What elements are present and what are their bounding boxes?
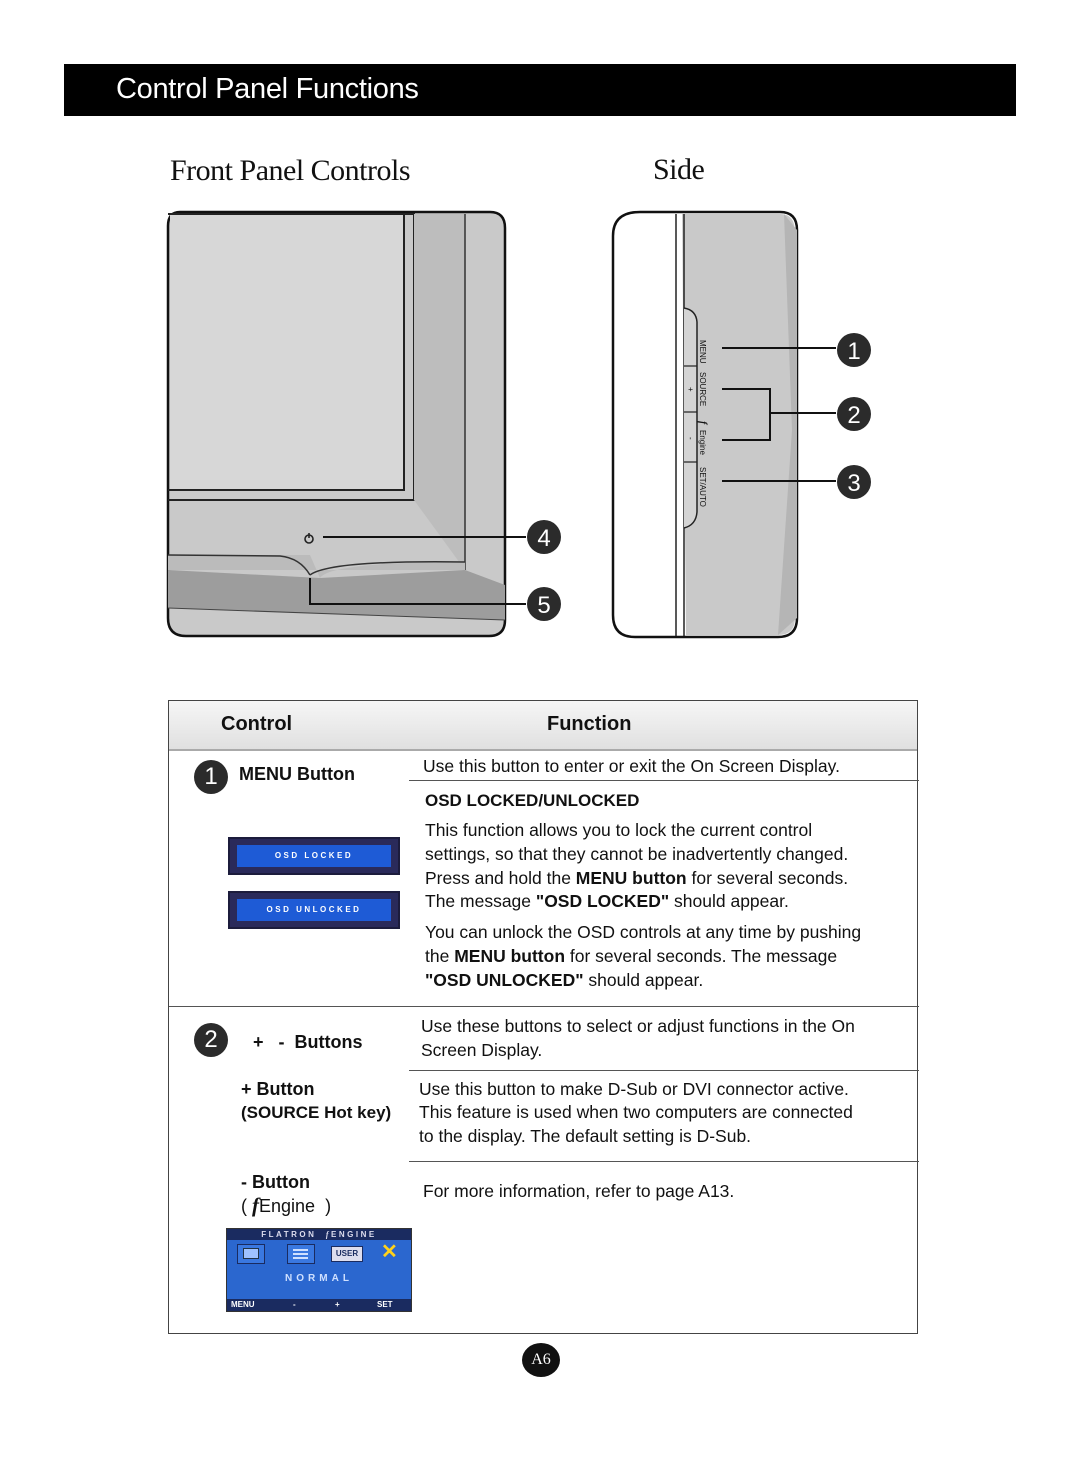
menu-intro: Use this button to enter or exit the On … xyxy=(423,756,840,776)
plus-minus-desc-1: Use these buttons to select or adjust fu… xyxy=(421,1016,855,1036)
minus-button-label: - Button xyxy=(241,1172,310,1192)
fengine-button-bar: MENU - + SET xyxy=(227,1299,411,1311)
fengine-title-bar: FLATRON fENGINE xyxy=(227,1229,411,1240)
row-2-divider xyxy=(409,1070,919,1071)
svg-text:4: 4 xyxy=(537,525,550,552)
side-label-setauto: SET/AUTO xyxy=(698,467,707,507)
fengine-mode: NORMAL xyxy=(285,1273,353,1284)
callout-5: 5 xyxy=(527,587,561,621)
row-1-divider xyxy=(409,780,919,781)
plus-desc-2: This feature is used when two computers … xyxy=(419,1102,853,1122)
exit-icon: ✕ xyxy=(381,1241,398,1263)
text-icon xyxy=(287,1244,315,1264)
row-2-number: 2 xyxy=(194,1023,228,1057)
osd-para-1d: The message "OSD LOCKED" should appear. xyxy=(425,891,789,911)
side-label-f: f xyxy=(697,421,708,426)
monitor-icon xyxy=(237,1244,265,1264)
header-banner: Control Panel Functions xyxy=(64,64,1016,116)
osd-unlocked-screen: OSD UNLOCKED xyxy=(228,891,400,929)
side-label-engine: Engine xyxy=(698,430,707,455)
row-3-divider xyxy=(409,1161,919,1162)
osd-para-1a: This function allows you to lock the cur… xyxy=(425,820,813,840)
fengine-icon-row: USER ✕ xyxy=(233,1241,405,1264)
front-monitor-drawing xyxy=(166,210,526,638)
row-divider-1 xyxy=(169,1006,919,1007)
osd-para-1b: settings, so that they cannot be inadver… xyxy=(425,844,849,864)
side-label-minus: - xyxy=(686,437,695,440)
osd-locked-screen: OSD LOCKED xyxy=(228,837,400,875)
osd-para-1c: Press and hold the MENU button for sever… xyxy=(425,868,849,888)
plus-minus-label: + - Buttons xyxy=(253,1032,363,1052)
side-label-plus: + xyxy=(686,387,695,392)
table-header: Control Function xyxy=(169,701,917,751)
page-number: A6 xyxy=(522,1343,560,1377)
fengine-label: ( fEngine ) xyxy=(241,1193,332,1217)
osd-para-2a: You can unlock the OSD controls at any t… xyxy=(425,922,862,942)
callout-2: 2 xyxy=(837,397,871,431)
svg-text:1: 1 xyxy=(847,338,860,365)
plus-desc-3: to the display. The default setting is D… xyxy=(419,1126,752,1146)
front-panel-heading: Front Panel Controls xyxy=(170,154,411,187)
osd-para-2b: the MENU button for several seconds. The… xyxy=(425,946,838,966)
side-label-source: SOURCE xyxy=(698,372,707,406)
side-heading: Side xyxy=(653,153,705,186)
minus-desc: For more information, refer to page A13. xyxy=(423,1181,735,1201)
monitor-illustration: MENU + SOURCE - f Engine SET/AUTO 1 2 3 … xyxy=(166,210,871,639)
osd-subhead: OSD LOCKED/UNLOCKED xyxy=(425,791,640,810)
side-monitor-drawing xyxy=(611,210,836,639)
plus-minus-desc-2: Screen Display. xyxy=(421,1040,543,1060)
menu-button-label: MENU Button xyxy=(239,764,355,784)
osd-para-2c: "OSD UNLOCKED" should appear. xyxy=(425,970,704,990)
control-function-table: Control Function 1 MENU Button Use this … xyxy=(168,700,919,1334)
row-1-number: 1 xyxy=(194,760,228,794)
user-icon: USER xyxy=(331,1246,363,1262)
source-hotkey-label: (SOURCE Hot key) xyxy=(241,1103,392,1122)
callout-4: 4 xyxy=(527,520,561,554)
svg-text:2: 2 xyxy=(847,402,860,429)
col-function: Function xyxy=(547,713,632,735)
plus-button-label: + Button xyxy=(241,1079,315,1099)
plus-desc-1: Use this button to make D-Sub or DVI con… xyxy=(419,1079,849,1099)
svg-text:3: 3 xyxy=(847,470,860,497)
svg-text:5: 5 xyxy=(537,592,550,619)
side-label-menu: MENU xyxy=(698,340,707,364)
page-title: Control Panel Functions xyxy=(116,73,419,105)
callout-3: 3 xyxy=(837,465,871,499)
callout-1: 1 xyxy=(837,333,871,367)
fengine-osd-panel: FLATRON fENGINE USER ✕ NORMAL MENU - + S… xyxy=(226,1228,412,1312)
col-control: Control xyxy=(221,713,293,735)
